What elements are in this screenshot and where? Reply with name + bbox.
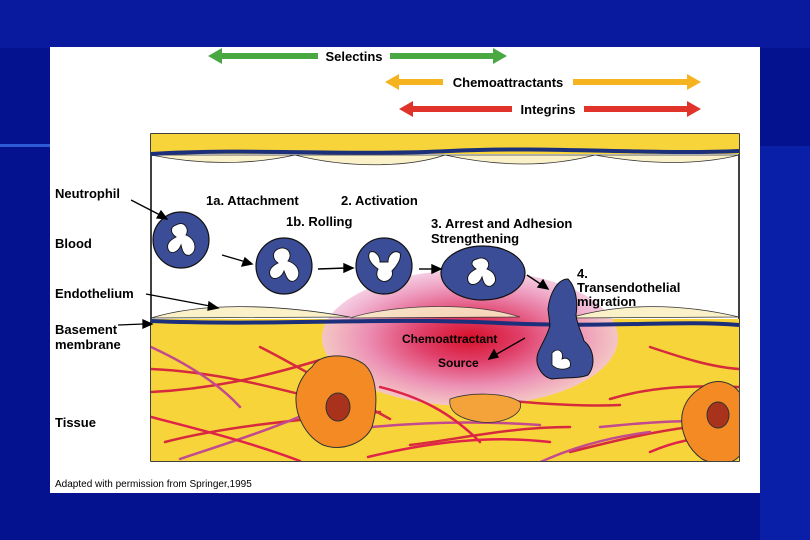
slide-panel: Selectins Chemoattractants Integrins [50,47,760,493]
selectins-arrow: Selectins [208,48,507,65]
integrins-label: Integrins [521,102,576,117]
step-transmigration-label-line2: Transendothelial [577,280,680,295]
background-accent-line [0,144,60,147]
tissue-cell-left [295,355,377,448]
top-endothelium [151,147,739,166]
step-arrest-label-line1: 3. Arrest and Adhesion [431,216,572,231]
neutrophil-cell-2 [255,237,313,295]
step-arrest-label-line2: Strengthening [431,231,519,246]
neutrophil-cell-1 [152,211,210,269]
chemoattractant-source-label-line2: Source [438,356,479,370]
tissue-label: Tissue [55,415,96,430]
migrating-neutrophil [536,278,594,380]
step-attachment-label: 1a. Attachment [206,193,299,208]
step-rolling-label: 1b. Rolling [286,214,353,229]
tissue-cell-fragment [449,393,521,423]
step-transmigration-label-line1: 4. [577,266,588,281]
endothelium-label: Endothelium [55,286,134,301]
neutrophil-cell-4 [440,245,526,301]
integrins-arrow: Integrins [399,100,701,117]
background-band-top [0,0,810,48]
step-activation-label: 2. Activation [341,193,418,208]
vessel-cross-section [117,133,740,462]
label-pointers [117,199,526,360]
blood-label: Blood [55,236,92,251]
chemoattractants-label: Chemoattractants [453,75,564,90]
source-credit: Adapted with permission from Springer,19… [55,479,252,490]
chemoattractant-source-label-line1: Chemoattractant [402,332,497,346]
neutrophil-cell-3 [355,237,413,295]
selectins-label: Selectins [325,49,382,64]
background-band-right [760,146,810,540]
basement-membrane-label-line1: Basement [55,322,118,337]
step-transmigration-label-line3: migration [577,294,636,309]
tissue-cell-right [681,381,739,461]
migration-arrows [221,254,550,290]
bottom-endothelium [151,306,739,327]
leukocyte-extravasation-diagram: Selectins Chemoattractants Integrins [55,48,740,490]
basement-membrane-label-line2: membrane [55,337,121,352]
neutrophil-label: Neutrophil [55,186,120,201]
chemoattractants-arrow: Chemoattractants [385,73,701,90]
